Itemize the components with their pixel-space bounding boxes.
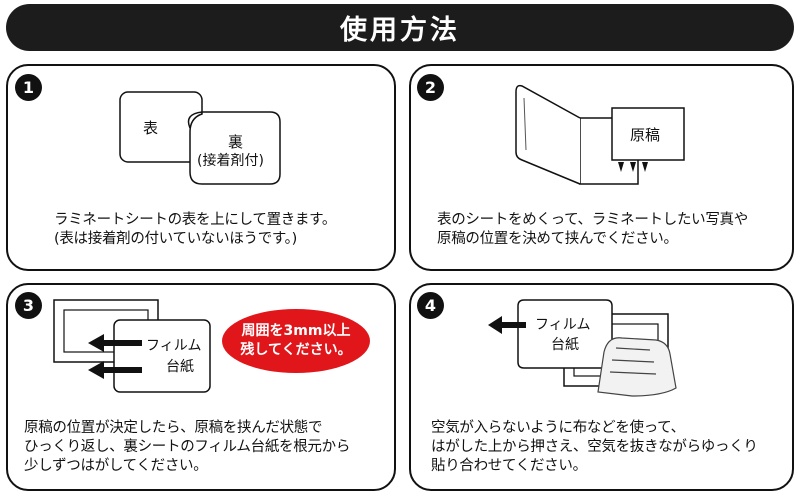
- margin-warning-badge: 周囲を3mm以上 残してください。: [222, 309, 370, 373]
- badge-line: 周囲を3mm以上: [241, 323, 351, 339]
- title-bar: 使用方法: [6, 4, 794, 51]
- back-adhesive-label: (接着剤付): [197, 153, 264, 169]
- description-line: (表は接着剤の付いていないほうです。): [54, 231, 297, 247]
- open-sheet-illustration: [515, 84, 685, 185]
- page-title: 使用方法: [340, 15, 460, 46]
- description-line: 貼り合わせてください。: [431, 458, 587, 474]
- step-4-number: 4: [417, 292, 444, 319]
- description-line: 少しずつはがしてください。: [24, 458, 208, 474]
- description-line: 原稿の位置を決めて挟んでください。: [437, 231, 678, 247]
- peel-backing-illustration: [53, 299, 211, 393]
- film-label: フィルム: [146, 338, 202, 354]
- description-line: 表のシートをめくって、ラミネートしたい写真や: [437, 212, 748, 228]
- badge-line: 残してください。: [240, 342, 352, 358]
- arrow-left-icon: [88, 334, 142, 379]
- step-3-number: 3: [15, 292, 42, 319]
- press-adhere-illustration: [488, 299, 677, 397]
- step-2-number: 2: [417, 74, 444, 101]
- step-2-description: 表のシートをめくって、ラミネートしたい写真や 原稿の位置を決めて挟んでください。: [437, 211, 748, 249]
- arrow-down-icon: [618, 162, 648, 172]
- step-1-number: 1: [15, 74, 42, 101]
- description-line: 空気が入らないように布などを使って、: [431, 420, 685, 436]
- description-line: ひっくり返し、裏シートのフィルム台紙を根元から: [24, 439, 351, 455]
- description-line: はがした上から押さえ、空気を抜きながらゆっくり: [431, 439, 758, 455]
- step-4-description: 空気が入らないように布などを使って、 はがした上から押さえ、空気を抜きながらゆっ…: [431, 419, 758, 476]
- arrow-left-icon: [488, 316, 526, 334]
- hand-icon: [597, 337, 677, 397]
- original-label: 原稿: [630, 126, 661, 144]
- laminate-sheet-illustration: [119, 91, 281, 185]
- paper-label: 台紙: [551, 337, 579, 353]
- description-line: ラミネートシートの表を上にして置きます。: [54, 212, 337, 228]
- step-1-description: ラミネートシートの表を上にして置きます。 (表は接着剤の付いていないほうです。): [54, 211, 336, 249]
- step-3-description: 原稿の位置が決定したら、原稿を挟んだ状態で ひっくり返し、裏シートのフィルム台紙…: [24, 419, 350, 476]
- back-label: 裏: [228, 133, 244, 151]
- film-label: フィルム: [535, 317, 591, 333]
- description-line: 原稿の位置が決定したら、原稿を挟んだ状態で: [24, 420, 323, 436]
- paper-label: 台紙: [166, 359, 194, 375]
- front-label: 表: [143, 119, 159, 137]
